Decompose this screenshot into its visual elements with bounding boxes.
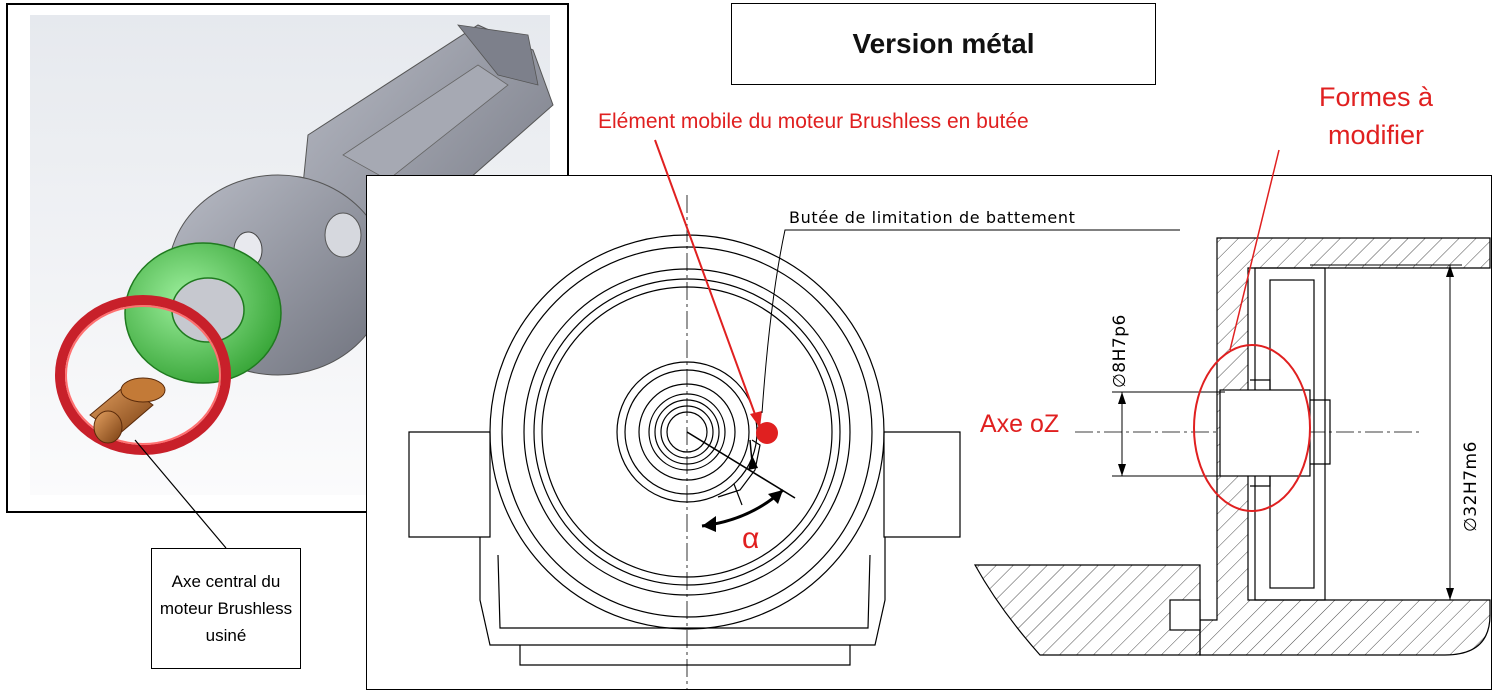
lower-housing xyxy=(479,537,886,646)
title-text: Version métal xyxy=(852,28,1035,59)
leader-axe-central xyxy=(134,439,227,549)
dimension-large-diameter: ∅32H7m6 xyxy=(1461,441,1481,532)
left-tab xyxy=(408,431,491,538)
modification-ellipse xyxy=(1193,344,1311,512)
angle-arm xyxy=(686,431,796,499)
leader-formes xyxy=(1229,149,1280,351)
callout-axe-central: Axe central du moteur Brushless usiné xyxy=(159,572,293,645)
section-shaft xyxy=(1219,389,1311,477)
dimension-small-diameter: ∅8H7p6 xyxy=(1110,314,1130,388)
render-3d-panel xyxy=(6,3,569,513)
annotation-angle: α xyxy=(742,522,760,555)
stop-notch xyxy=(717,439,761,498)
annotation-axe: Axe oZ xyxy=(980,410,1060,439)
mobile-element-dot xyxy=(756,422,778,444)
leader-mobile xyxy=(654,139,761,429)
callout-box: Axe central du moteur Brushless usiné xyxy=(151,548,301,669)
annotation-butee: Butée de limitation de battement xyxy=(789,208,1076,227)
title-box: Version métal xyxy=(731,3,1156,85)
annotation-element-mobile: Elément mobile du moteur Brushless en bu… xyxy=(598,110,1029,133)
right-tab xyxy=(883,431,961,538)
render-3d-illustration xyxy=(30,15,554,495)
leader-butee xyxy=(761,229,1180,414)
annotation-formes: Formes à modifier xyxy=(1318,82,1434,150)
